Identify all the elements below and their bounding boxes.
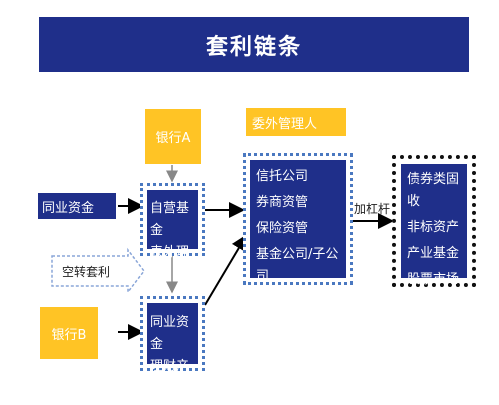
manager-fund-company: 基金公司/子公司 xyxy=(256,247,339,284)
interbank-products-line-2: 理财产品 xyxy=(150,359,190,396)
interbank-funds-label: 同业资金 xyxy=(42,200,95,216)
self-fund-line-2: 表外理财 xyxy=(150,245,190,282)
interbank-products-box: 同业资金 理财产品 xyxy=(140,296,205,396)
title-banner: 套利链条 xyxy=(39,17,469,72)
entrust-manager-box: 委外管理人 xyxy=(246,108,346,136)
bank-b-label: 银行B xyxy=(51,327,87,343)
interbank-products-line-1: 同业资金 xyxy=(150,315,190,352)
manager-insurance-am: 保险资管 xyxy=(256,221,309,236)
entrust-manager-label: 委外管理人 xyxy=(252,116,318,132)
bank-a-label: 银行A xyxy=(155,131,191,146)
bank-a-box: 银行A xyxy=(145,109,201,164)
asset-industry-fund: 产业基金 xyxy=(407,246,460,261)
arrow-products-to-managers xyxy=(204,234,248,306)
diagram-title: 套利链条 xyxy=(205,34,302,60)
self-fund-line-1: 自营基金 xyxy=(150,201,190,238)
asset-bond: 债券类固收 xyxy=(407,172,460,209)
leverage-label: 加杠杆 xyxy=(354,202,391,216)
asset-nonstandard: 非标资产 xyxy=(407,220,460,235)
managers-box: 信托公司 券商资管 保险资管 基金公司/子公司 xyxy=(243,153,353,285)
manager-broker-am: 券商资管 xyxy=(256,195,309,210)
idle-arbitrage-label: 空转套利 xyxy=(62,265,111,279)
idle-arbitrage-arrow-shape xyxy=(51,247,145,295)
interbank-funds-box: 同业资金 xyxy=(38,193,116,219)
manager-trust: 信托公司 xyxy=(256,169,309,184)
bank-b-box: 银行B xyxy=(40,307,98,359)
asset-stock-market: 股票市场 xyxy=(407,272,460,287)
assets-box: 债券类固收 非标资产 产业基金 股票市场 xyxy=(392,155,476,287)
self-fund-box: 自营基金 表外理财 xyxy=(140,183,205,282)
